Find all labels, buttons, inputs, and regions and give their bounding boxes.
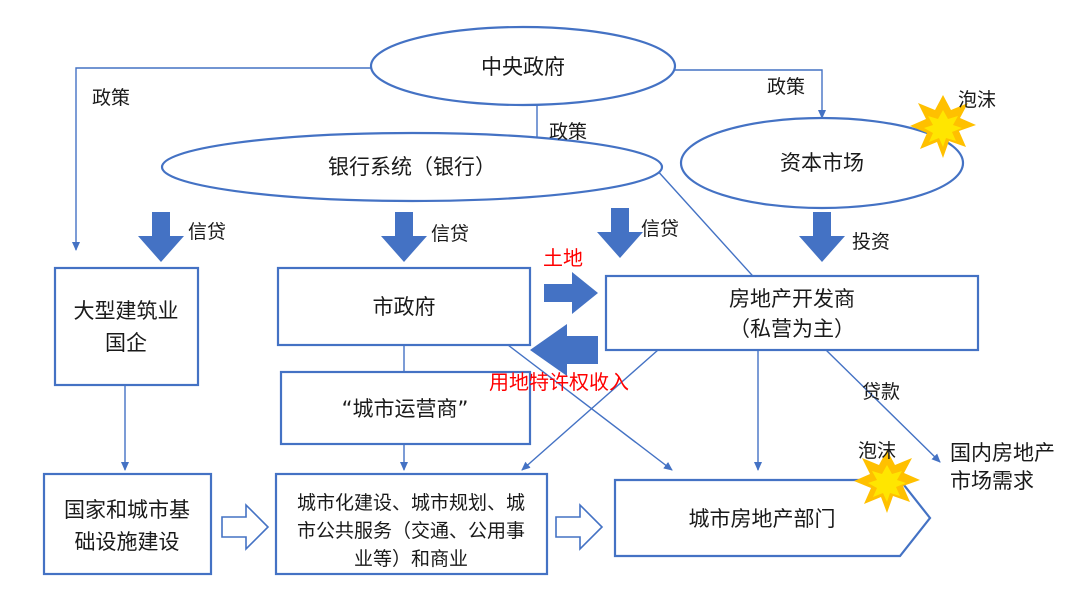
credit-label-1: 信贷 [188, 221, 226, 243]
policy-label-center: 政策 [549, 121, 587, 143]
urbanization-node [274, 472, 549, 576]
bank-label: 银行系统（银行） [328, 155, 496, 179]
policy-arrow-left [72, 67, 372, 251]
city-real-estate-node [613, 478, 932, 558]
municipal-gov-node [276, 266, 532, 347]
central-gov-label: 中央政府 [481, 55, 565, 79]
land-label: 土地 [543, 246, 583, 270]
bank-node [160, 131, 664, 203]
bubble-label-capital: 泡沫 [958, 89, 996, 111]
credit-down-arrow-3 [597, 208, 643, 258]
domestic-demand-label-line1: 国内房地产 [950, 441, 1055, 465]
developer-to-urbanization-line [521, 349, 659, 471]
urbanization-label-line2: 市公共服务（交通、公用事 [297, 520, 525, 542]
construction-soe-label-line2: 国企 [105, 331, 147, 355]
investment-label: 投资 [852, 231, 890, 253]
loan-arrow [825, 349, 941, 463]
land-income-left-arrow [530, 324, 598, 376]
developer-label-line2: （私营为主） [729, 317, 855, 341]
hollow-arrow-urbanization-to-realestate [555, 503, 604, 551]
construction-soe-node [53, 266, 200, 387]
urbanization-label-line1: 城市化建设、城市规划、城 [297, 492, 525, 514]
developer-label-line1: 房地产开发商 [729, 287, 855, 311]
city-operator-label: “城市运营商” [342, 397, 469, 421]
municipal-gov-label: 市政府 [373, 295, 436, 319]
infrastructure-label-line1: 国家和城市基 [64, 498, 190, 522]
credit-down-arrow-1 [138, 212, 184, 262]
credit-label-2: 信贷 [431, 223, 469, 245]
developer-node [604, 274, 980, 352]
bubble-burst-icon-capital [910, 95, 976, 158]
infrastructure-node [42, 472, 213, 576]
land-franchise-income-label: 用地特许权收入 [489, 370, 629, 394]
capital-market-label: 资本市场 [780, 151, 864, 175]
investment-down-arrow [799, 212, 845, 262]
bubble-burst-icon-realestate [854, 450, 920, 513]
capital-market-node [679, 116, 965, 210]
construction-soe-label-line1: 大型建筑业 [74, 299, 179, 323]
city-real-estate-label: 城市房地产部门 [689, 507, 836, 531]
policy-label-right: 政策 [767, 76, 805, 98]
infrastructure-label-line2: 础设施建设 [75, 530, 180, 554]
credit-down-arrow-2 [381, 212, 427, 262]
city-operator-node [279, 370, 532, 446]
hollow-arrow-infra-to-urbanization [221, 503, 270, 551]
policy-label-left: 政策 [92, 87, 130, 109]
policy-arrow-right [675, 69, 826, 119]
loan-label: 贷款 [862, 381, 900, 403]
land-right-arrow [544, 272, 598, 314]
credit-label-3: 信贷 [641, 218, 679, 240]
urbanization-label-line3: 业等）和商业 [354, 548, 468, 570]
domestic-demand-label-line2: 市场需求 [950, 469, 1034, 493]
municipal-to-realestate-line [507, 344, 673, 471]
bubble-label-realestate: 泡沫 [858, 440, 896, 462]
central-gov-node [369, 25, 677, 107]
